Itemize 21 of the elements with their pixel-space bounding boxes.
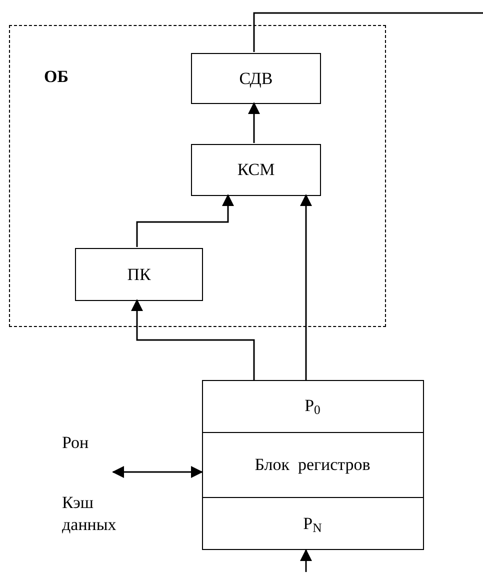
- block-label: Блок регистров: [254, 454, 370, 476]
- process-box: [75, 248, 203, 301]
- register-block: [202, 380, 424, 550]
- group-label: ОБ: [44, 66, 68, 88]
- arrow: [136, 194, 234, 247]
- arrow: [248, 102, 260, 143]
- block-label: КСМ: [237, 159, 275, 182]
- side-label: Кэш данных: [62, 492, 118, 536]
- dashed-group-box: [9, 25, 386, 327]
- process-box: [191, 144, 321, 196]
- block-label: СДВ: [239, 68, 273, 90]
- arrow: [131, 299, 255, 380]
- block-label: ПК: [127, 264, 151, 286]
- block-label: P$_{N}$: [303, 512, 322, 536]
- arrow: [300, 549, 312, 572]
- side-label: Рон: [62, 432, 90, 454]
- process-box: [191, 53, 321, 104]
- arrow: [112, 466, 203, 478]
- connector-line: [253, 12, 483, 52]
- block-label: P$_{0}$: [304, 394, 320, 418]
- arrow: [300, 194, 312, 380]
